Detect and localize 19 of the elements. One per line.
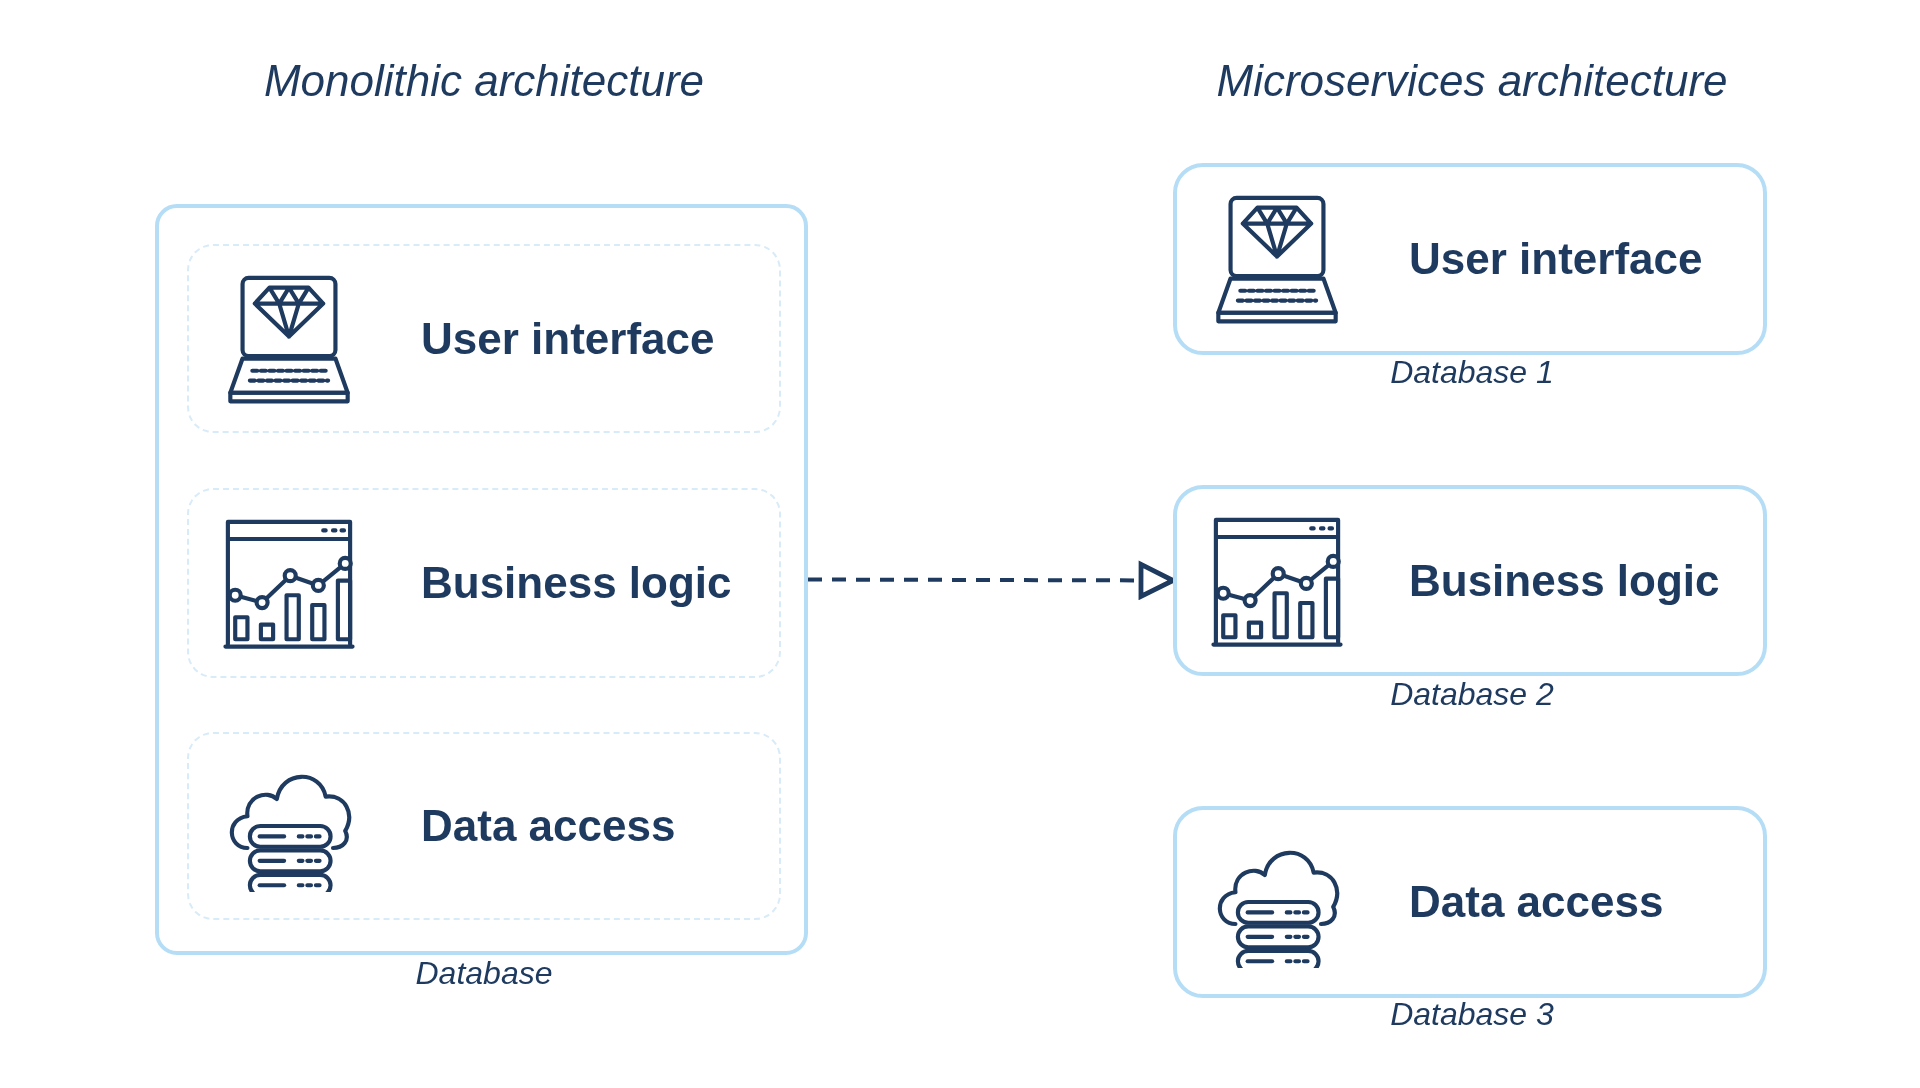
- layer-name: Data access: [421, 801, 676, 851]
- database-caption: Database: [415, 955, 553, 992]
- database-caption: Database 2: [1390, 676, 1554, 713]
- layer-name: User interface: [421, 313, 715, 364]
- database-caption: Database 1: [1390, 354, 1554, 391]
- service-box: [1173, 163, 1767, 355]
- service-box: [1173, 806, 1767, 998]
- section-heading: Monolithic architecture: [263, 56, 705, 106]
- container-box: [155, 204, 808, 955]
- database-caption: Database 3: [1390, 996, 1554, 1033]
- layer-box: [187, 488, 781, 678]
- section-heading: Microservices architecture: [1216, 56, 1728, 106]
- layer-name: Business logic: [1409, 555, 1720, 606]
- layer-box: [187, 244, 781, 433]
- service-box: [1173, 485, 1767, 676]
- layer-box: [187, 732, 781, 920]
- layer-name: User interface: [1409, 234, 1703, 284]
- layer-name: Data access: [1409, 877, 1664, 927]
- layer-name: Business logic: [421, 558, 732, 608]
